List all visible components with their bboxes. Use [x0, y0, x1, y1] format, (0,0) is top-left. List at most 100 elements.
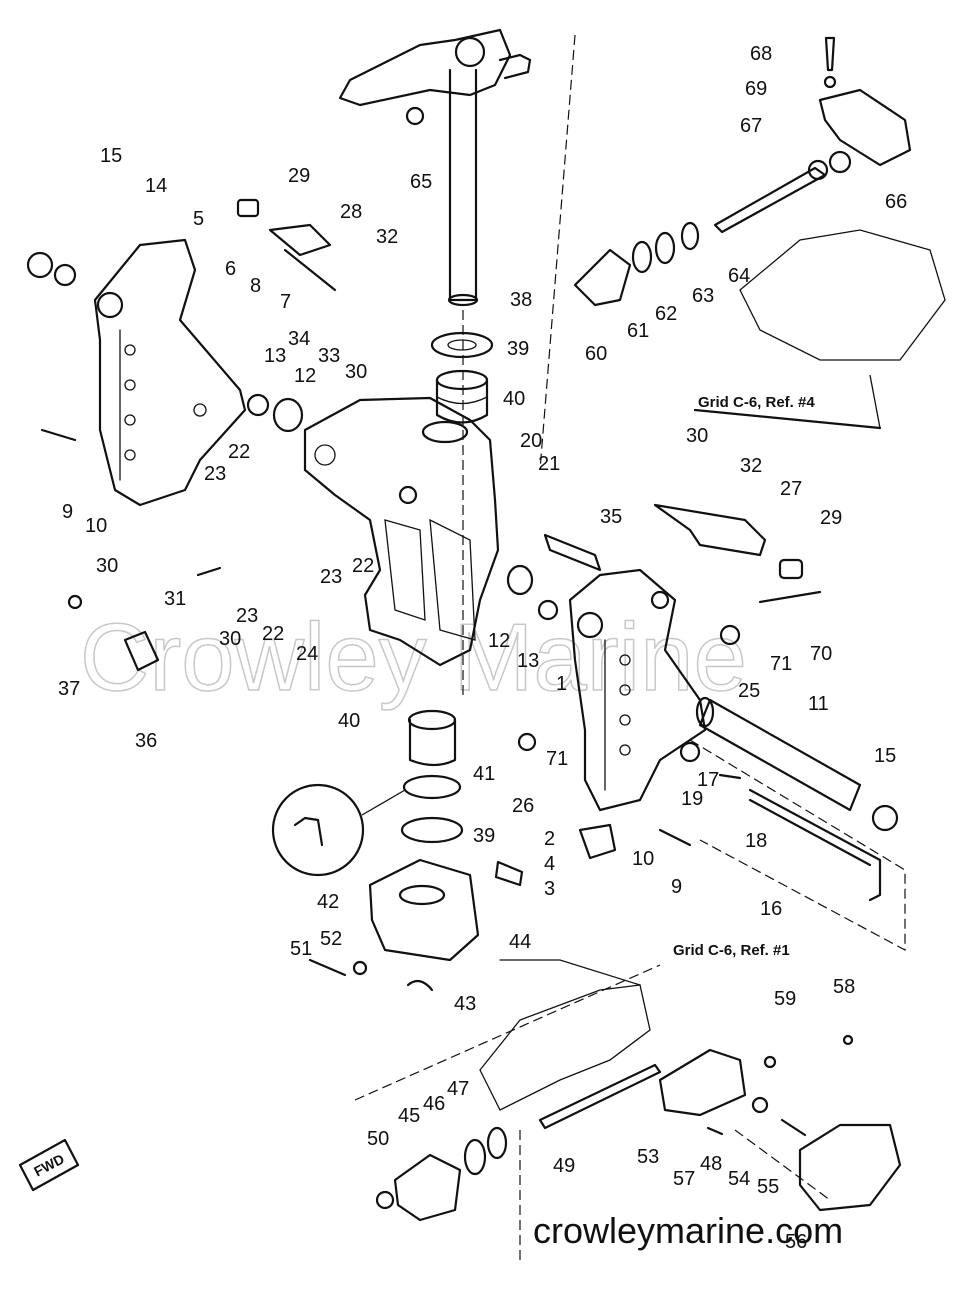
callout-49: 49: [553, 1155, 575, 1177]
callout-45: 45: [398, 1105, 420, 1127]
callout-23: 23: [236, 605, 258, 627]
callout-52: 52: [320, 928, 342, 950]
steering-arm-hole: [454, 36, 486, 68]
cap-14: [53, 263, 77, 287]
callout-56: 56: [785, 1231, 807, 1253]
washer-69: [823, 75, 837, 89]
callout-13: 13: [264, 345, 286, 367]
fwd-arrow: [18, 1138, 80, 1192]
callout-9: 9: [671, 876, 682, 898]
washer-13-left: [246, 393, 270, 417]
callout-34: 34: [288, 328, 310, 350]
callout-60: 60: [585, 343, 607, 365]
callout-23: 23: [320, 566, 342, 588]
callout-28: 28: [340, 201, 362, 223]
pin-17: [718, 773, 742, 780]
washer-46: [463, 1138, 487, 1176]
knob-29-lower: [778, 558, 804, 580]
site-url[interactable]: crowleymarine.com: [533, 1210, 843, 1251]
block-2: [578, 823, 617, 860]
rod-16: [748, 788, 882, 902]
bushing-36: [123, 630, 160, 672]
callout-22: 22: [262, 623, 284, 645]
parts-artwork: [18, 28, 946, 1260]
callout-10: 10: [632, 848, 654, 870]
callout-29: 29: [820, 507, 842, 529]
washer-25: [719, 624, 741, 646]
callout-8: 8: [250, 275, 261, 297]
callout-39: 39: [507, 338, 529, 360]
callout-32: 32: [740, 455, 762, 477]
callout-65: 65: [410, 171, 432, 193]
callout-15: 15: [100, 145, 122, 167]
washer-47: [486, 1126, 508, 1160]
callout-71: 71: [546, 748, 568, 770]
bolt-55: [780, 1118, 807, 1137]
callout-14: 14: [145, 175, 167, 197]
callout-48: 48: [700, 1153, 722, 1175]
bushing-12-left: [272, 397, 304, 433]
lever-28: [268, 223, 332, 257]
callout-58: 58: [833, 976, 855, 998]
callout-40: 40: [338, 710, 360, 732]
bracket-67: [818, 88, 912, 167]
callout-21: 21: [538, 453, 560, 475]
washer-39-top: [430, 331, 494, 359]
washer-61: [631, 240, 653, 274]
cap-15-left: [26, 251, 54, 279]
washer-50: [375, 1190, 395, 1210]
clamp-bracket-5: [93, 238, 247, 507]
callout-64: 64: [728, 265, 750, 287]
clamp-bracket-1: [568, 568, 707, 812]
callout-51: 51: [290, 938, 312, 960]
swivel-bracket-20: [303, 396, 500, 667]
bushing-19: [679, 741, 701, 763]
callout-1: 1: [556, 673, 567, 695]
washer-26: [517, 732, 537, 752]
callout-19: 19: [681, 788, 703, 810]
callout-7: 7: [280, 291, 291, 313]
lower-cowl-ref: [739, 229, 946, 361]
nut-66: [828, 150, 852, 174]
pin-31: [196, 566, 222, 577]
callout-62: 62: [655, 303, 677, 325]
callout-12: 12: [294, 365, 316, 387]
bushing-40-lower: [408, 718, 457, 767]
washer-13-right: [537, 599, 559, 621]
washer-39-lower: [400, 816, 464, 844]
callout-27: 27: [780, 478, 802, 500]
bolt-51: [308, 958, 347, 977]
grid-ref-1: Grid C-6, Ref. #1: [673, 942, 790, 959]
bolt-70: [758, 590, 822, 604]
callout-11: 11: [808, 693, 829, 715]
callout-46: 46: [423, 1093, 445, 1115]
callout-32: 32: [376, 226, 398, 248]
pin-57: [706, 1126, 724, 1136]
watermark-text: Crowley Marine: [80, 604, 747, 711]
callout-53: 53: [637, 1146, 659, 1168]
callout-55: 55: [757, 1176, 779, 1198]
detail-bubble: [271, 783, 365, 877]
callout-12: 12: [488, 630, 510, 652]
callout-15: 15: [874, 745, 896, 767]
callout-17: 17: [697, 769, 719, 791]
mount-53: [658, 1048, 747, 1117]
tilt-tube-11: [698, 698, 862, 812]
washer-62: [654, 231, 676, 265]
washer-63: [680, 221, 700, 251]
washer-54: [751, 1096, 769, 1114]
washer-41: [402, 774, 462, 800]
bushing-40-top: [435, 378, 489, 424]
callout-36: 36: [135, 730, 157, 752]
callout-59: 59: [774, 988, 796, 1010]
nut-59: [763, 1055, 777, 1069]
callout-43: 43: [454, 993, 476, 1015]
knob-29-upper: [236, 198, 260, 218]
bolt-9-right: [658, 828, 692, 847]
callout-38: 38: [510, 289, 532, 311]
callout-57: 57: [673, 1168, 695, 1190]
callout-30: 30: [345, 361, 367, 383]
callout-63: 63: [692, 285, 714, 307]
